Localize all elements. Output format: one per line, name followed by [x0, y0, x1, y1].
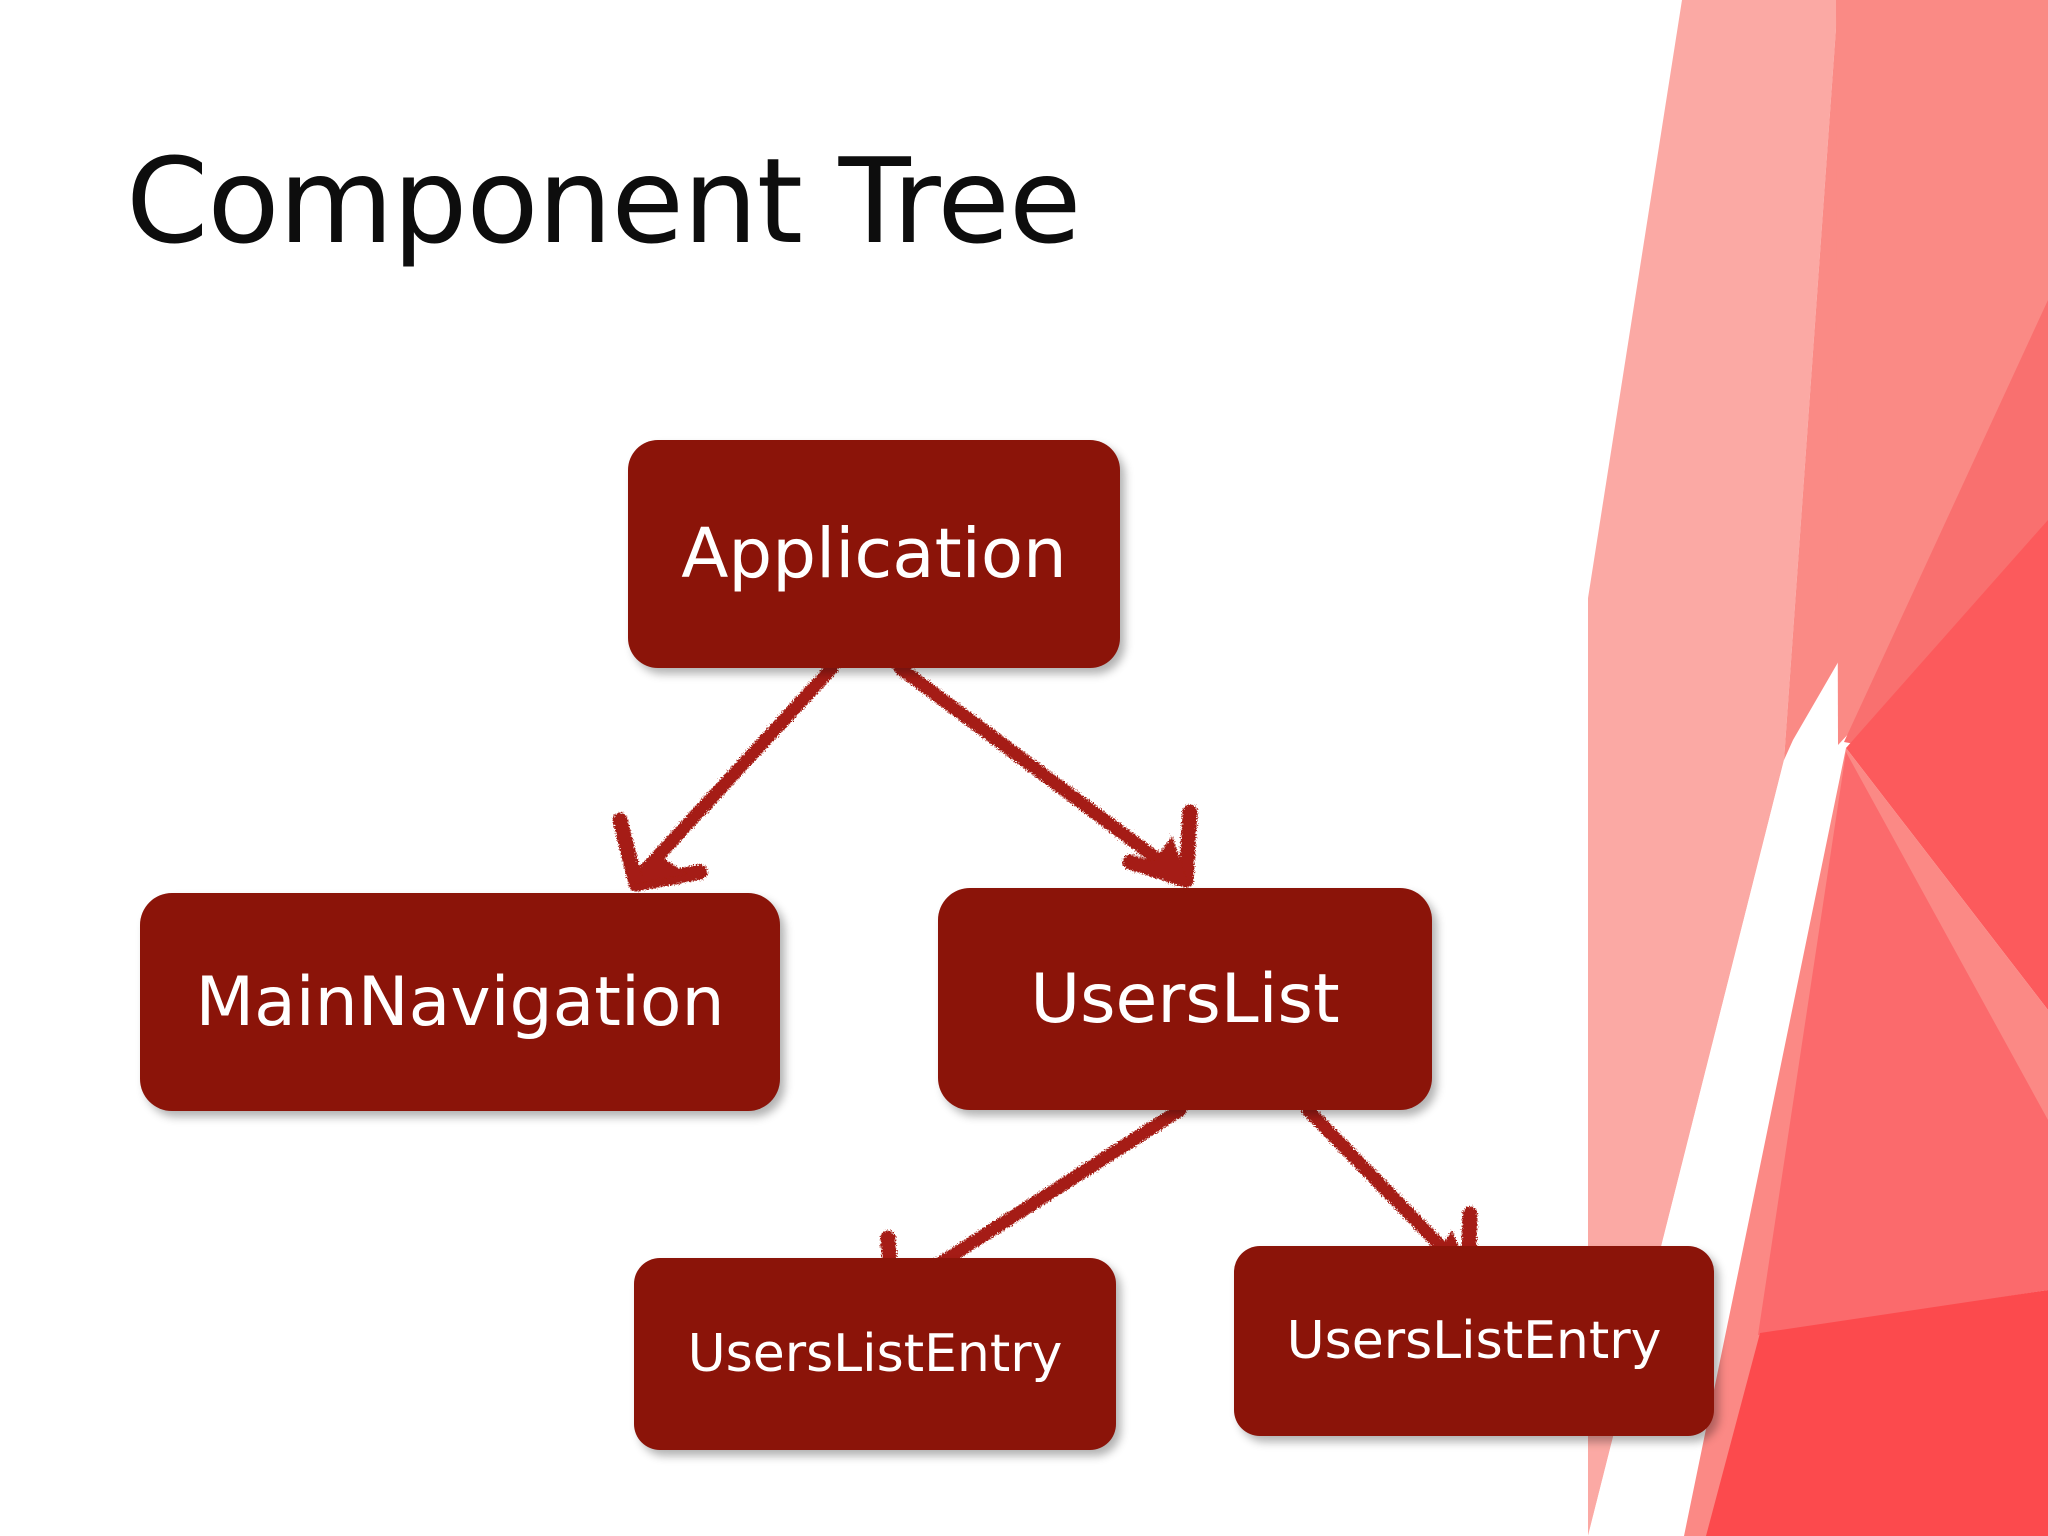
bg-polygon-pale-lower [1684, 748, 2048, 1536]
bg-polygon-deep-coral-bottom [1706, 1290, 2048, 1536]
bg-polygon-salmon-upper-right [1836, 0, 2048, 745]
tree-node-mainnavigation[interactable]: MainNavigation [140, 893, 780, 1111]
tree-node-userslist[interactable]: UsersList [938, 888, 1432, 1110]
tree-node-application[interactable]: Application [628, 440, 1120, 668]
bg-polygon-salmon-top [1784, 0, 2048, 760]
tree-node-userslistentry-1[interactable]: UsersListEntry [634, 1258, 1116, 1450]
bg-polygon-coral-lower [1758, 752, 2048, 1335]
page-title: Component Tree [126, 132, 1081, 270]
bg-polygon-coral-mid [1844, 300, 2048, 780]
edge-application-to-mainnavigation [612, 661, 839, 892]
bg-polygon-bright-upper [1846, 520, 2048, 1010]
edge-application-to-userslist [893, 661, 1198, 888]
tree-node-userslistentry-2[interactable]: UsersListEntry [1234, 1246, 1714, 1436]
